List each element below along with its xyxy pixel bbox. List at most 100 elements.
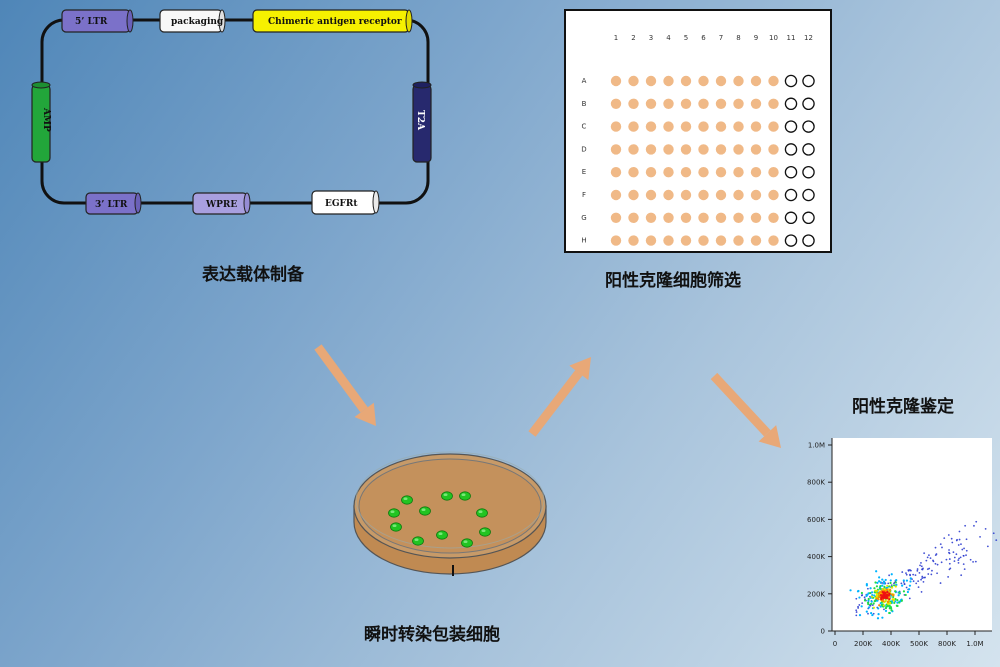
well-F7 xyxy=(715,189,727,201)
flow-x-ticks: 0 200K 400K 500K 800K 1.0M xyxy=(833,631,984,648)
colony xyxy=(412,536,424,546)
segment-egfrt: EGFRt xyxy=(311,190,380,215)
plate-col-2: 2 xyxy=(631,34,635,42)
plate-col-12: 12 xyxy=(804,34,813,42)
plate-row-H: H xyxy=(581,237,586,245)
segment-car-label: Chimeric antigen receptor xyxy=(268,17,402,27)
well-B6 xyxy=(698,98,709,110)
segment-egfrt-label: EGFRt xyxy=(325,199,358,209)
flow-x-tick: 1.0M xyxy=(966,640,983,648)
well-B12 xyxy=(802,97,815,111)
segment-packaging: packaging xyxy=(159,9,226,33)
well-C6 xyxy=(698,121,709,132)
well-B5 xyxy=(680,98,692,110)
well-G5 xyxy=(680,212,692,223)
well-E7 xyxy=(715,167,727,178)
plate-col-9: 9 xyxy=(754,34,758,42)
dish-lid xyxy=(355,451,545,549)
plate-col-4: 4 xyxy=(666,34,671,42)
plate-col-1: 1 xyxy=(614,34,618,42)
well-A6 xyxy=(698,75,709,87)
colonies xyxy=(388,491,491,548)
well-D10 xyxy=(768,144,779,155)
well-G6 xyxy=(698,212,709,223)
well-D11 xyxy=(784,143,798,156)
well-G4 xyxy=(663,212,674,223)
plate-row-F: F xyxy=(582,191,586,199)
well-A4 xyxy=(663,75,674,87)
well-G2 xyxy=(628,212,639,223)
well-E5 xyxy=(680,167,692,178)
well-C1 xyxy=(610,121,622,132)
well-G8 xyxy=(733,212,744,223)
flow-x-tick: 500K xyxy=(910,640,928,648)
well-E3 xyxy=(645,167,657,178)
flow-y-tick: 600K xyxy=(807,516,825,524)
segment-amp: AMP xyxy=(31,81,51,163)
flow-x-tick: 0 xyxy=(833,640,837,648)
well-D7 xyxy=(715,144,727,155)
well-D3 xyxy=(645,144,657,155)
well-A11 xyxy=(784,74,798,88)
segment-wpre-label: WPRE xyxy=(205,200,237,210)
segment-car: Chimeric antigen receptor xyxy=(252,9,413,33)
well-B4 xyxy=(663,98,674,110)
well-E4 xyxy=(663,167,674,178)
segment-5ltr: 5’ LTR xyxy=(61,9,134,33)
well-F8 xyxy=(733,189,744,201)
well-G10 xyxy=(768,212,779,223)
colony xyxy=(479,527,491,537)
well-H4 xyxy=(663,235,674,246)
well-D1 xyxy=(610,144,622,155)
colony xyxy=(390,522,402,532)
well-H10 xyxy=(768,235,779,246)
segment-t2a: T2A xyxy=(412,81,432,163)
well-D2 xyxy=(628,144,639,155)
flow-y-tick: 0 xyxy=(821,628,825,636)
well-C3 xyxy=(645,121,657,132)
well-C8 xyxy=(733,121,744,132)
well-G7 xyxy=(715,212,727,223)
well-H3 xyxy=(645,235,657,246)
well-D12 xyxy=(802,143,815,156)
plate-col-10: 10 xyxy=(769,34,778,42)
plate-col-3: 3 xyxy=(649,34,653,42)
flow-x-tick: 800K xyxy=(938,640,956,648)
petri-dish xyxy=(353,451,547,576)
well-C2 xyxy=(628,121,639,132)
colony xyxy=(419,506,431,516)
well-G3 xyxy=(645,212,657,223)
segment-amp-label: AMP xyxy=(41,107,51,132)
well-A7 xyxy=(715,75,727,87)
well-B9 xyxy=(750,98,762,110)
well-H2 xyxy=(628,235,639,246)
well-F9 xyxy=(750,189,762,201)
well-A1 xyxy=(610,75,622,87)
plate-caption: 阳性克隆细胞筛选 xyxy=(605,271,741,291)
well-H6 xyxy=(698,235,709,246)
well-E11 xyxy=(784,165,798,179)
flow-x-tick: 200K xyxy=(854,640,872,648)
well-H8 xyxy=(733,235,744,246)
well-C11 xyxy=(784,120,798,133)
flow-x-tick: 400K xyxy=(882,640,900,648)
dish-caption: 瞬时转染包装细胞 xyxy=(364,625,500,645)
well-G11 xyxy=(784,211,798,225)
arrow-vector-to-dish xyxy=(314,344,376,426)
well-E2 xyxy=(628,167,639,178)
well-E9 xyxy=(750,167,762,178)
well-C7 xyxy=(715,121,727,132)
plate-row-A: A xyxy=(582,77,587,85)
flow-y-tick: 200K xyxy=(807,590,825,598)
flow-events xyxy=(849,520,998,620)
dish-medium xyxy=(358,458,542,554)
well-H11 xyxy=(784,234,798,247)
colony xyxy=(441,491,453,501)
plate-col-6: 6 xyxy=(701,34,706,42)
well-A9 xyxy=(750,75,762,87)
well-C4 xyxy=(663,121,674,132)
